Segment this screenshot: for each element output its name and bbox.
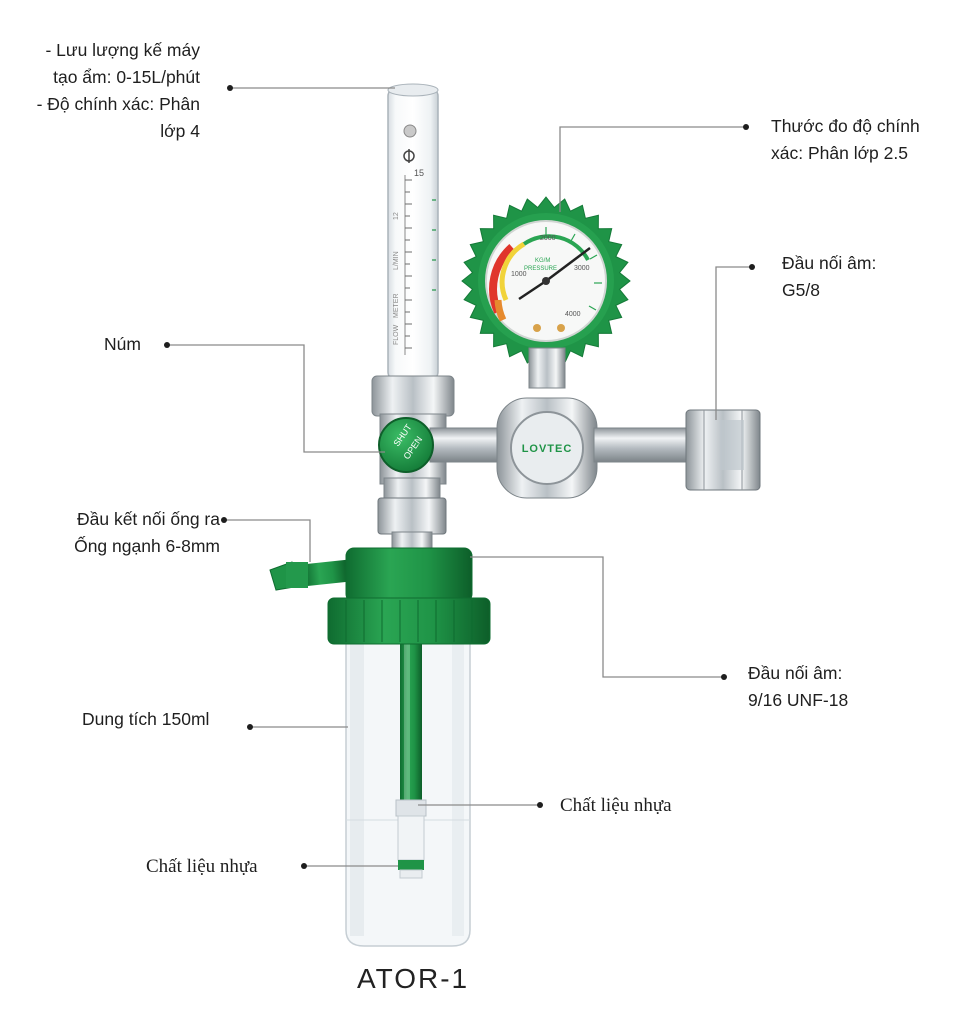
flowmeter-scale-text-4: 12 [393,212,400,220]
callout-outlet-line-2: Ống ngạnh 6-8mm [74,536,220,556]
callout-flowmeter-line-4: lớp 4 [160,121,200,141]
pressure-gauge: 1000 2000 3000 4000 KG/M PRESSURE [461,196,631,366]
humidifier-bottle [345,633,471,947]
gauge-label-3000: 3000 [574,265,590,272]
gauge-unit: KG/M [535,258,550,264]
callout-flowmeter-line-2: tạo ẩm: 0-15L/phút [53,67,200,87]
callout-lines [167,87,752,867]
callout-outlet: Đầu kết nối ống ra Ống ngạnh 6-8mm [74,506,220,560]
leader-outlet [224,519,311,562]
callout-bottle-connector-line-1: Đầu nối âm: [748,663,843,683]
callout-bottle-connector: Đầu nối âm: 9/16 UNF-18 [748,660,848,714]
callout-inlet-line-1: Đầu nối âm: [782,253,877,273]
callout-dots [164,85,755,869]
callout-inlet-line-2: G5/8 [782,280,820,300]
flowmeter-scale-text-3: L/MIN [393,251,400,270]
callout-bottle-connector-line-2: 9/16 UNF-18 [748,690,849,710]
flowmeter-scale-text-2: METER [393,294,400,319]
callout-gauge: Thước đo độ chính xác: Phân lớp 2.5 [771,113,920,167]
callout-gauge-line-1: Thước đo độ chính [771,116,920,136]
callout-plastic-left: Chất liệu nhựa [146,856,258,877]
callout-outlet-line-1: Đầu kết nối ống ra [76,509,220,529]
gauge-pressure-text: PRESSURE [524,266,557,272]
model-name: ATOR-1 [357,963,470,994]
callout-flowmeter: - Lưu lượng kế máy tạo ẩm: 0-15L/phút - … [37,37,200,145]
leader-bottle-connector [470,556,724,678]
callout-flowmeter-line-1: - Lưu lượng kế máy [45,40,200,60]
callout-flowmeter-line-3: - Độ chính xác: Phân [36,94,200,114]
callout-plastic-right: Chất liệu nhựa [560,795,672,816]
regulator-body: LOVTEC [496,397,598,499]
callout-capacity: Dung tích 150ml [82,709,210,729]
leader-knob [167,344,385,453]
outlet-barb [269,559,350,591]
flowmeter-tube: 15 FLOW METER L/MIN 12 [387,83,439,381]
gauge-label-2000: 2000 [540,235,556,242]
inlet-nut [685,409,761,491]
callout-gauge-line-2: xác: Phân lớp 2.5 [771,143,908,163]
leader-gauge [559,126,746,212]
callout-knob: Núm [104,334,141,354]
inlet-pipe [593,427,691,463]
gauge-label-1000: 1000 [511,271,527,278]
bottle-cap [327,547,491,645]
flowmeter-scale-text-1: FLOW [393,324,400,345]
valve-knob: SHUT OPEN [378,417,434,473]
callout-inlet: Đầu nối âm: G5/8 [782,250,876,304]
leader-inlet [715,266,752,420]
flowmeter-scale-top: 15 [414,168,424,178]
brand-label: LOVTEC [522,443,573,455]
gauge-label-4000: 4000 [565,311,581,318]
flowmeter-collar [371,375,455,417]
hex-nut [377,497,447,535]
